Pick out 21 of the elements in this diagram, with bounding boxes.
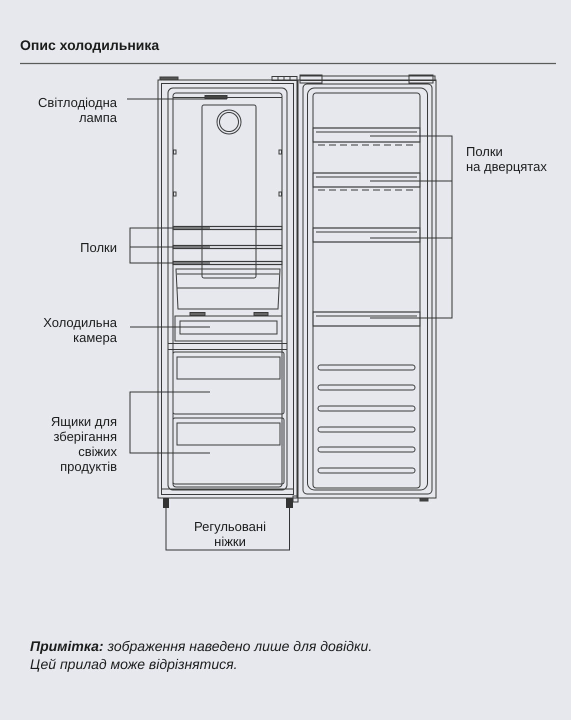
leader-line (130, 228, 210, 248)
page-title: Опис холодильника (20, 37, 160, 54)
leader-line (370, 150, 452, 318)
part-label: Полки (80, 240, 117, 255)
part-label: Полки на дверцятах (466, 144, 547, 174)
leader-line (370, 136, 452, 150)
adjustable-foot (163, 498, 169, 508)
part-label: Холодильна камера (43, 315, 117, 345)
part-label: Світлодіодна лампа (38, 95, 117, 125)
leader-line (130, 246, 210, 264)
leader-line (126, 98, 228, 100)
adjustable-foot (286, 498, 293, 508)
part-label: Ящики для зберігання свіжих продуктів (50, 414, 117, 474)
leader-line (130, 326, 210, 328)
leader-line (130, 246, 210, 248)
leader-line (130, 430, 210, 454)
leader-line (230, 508, 290, 550)
note-text: Примітка: зображення наведено лише для довідки. Цей прилад може відрізнятися. (30, 637, 372, 673)
part-label: Регульовані ніжки (194, 519, 266, 549)
leader-line (130, 392, 210, 430)
leader-line (166, 508, 230, 550)
